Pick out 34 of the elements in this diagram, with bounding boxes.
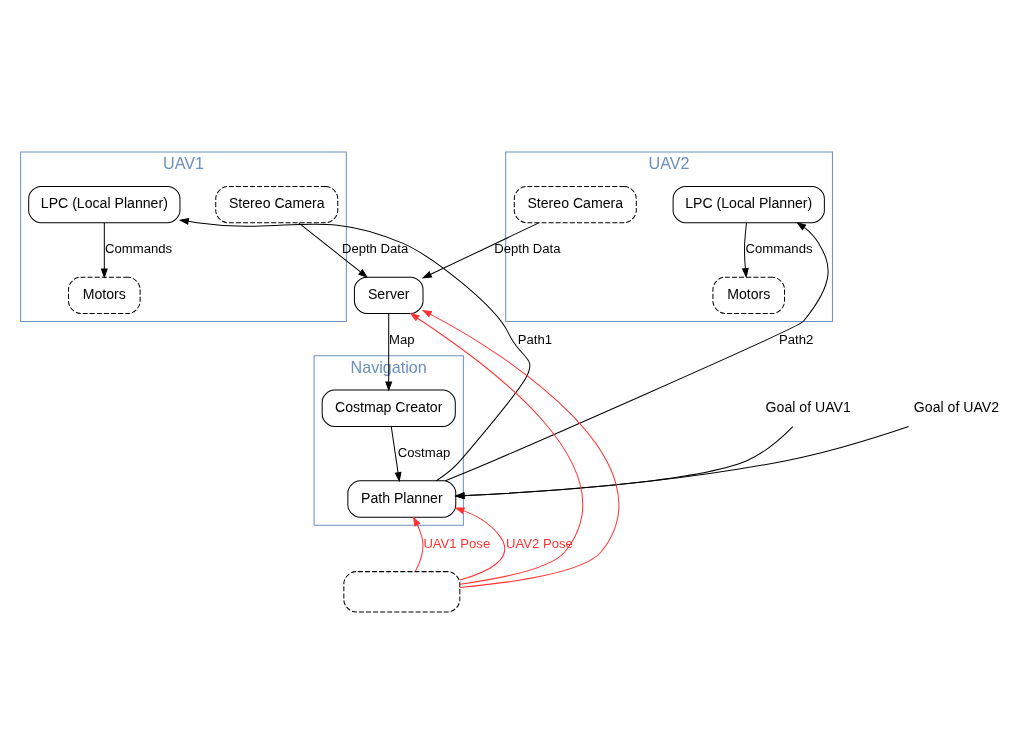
- edge-label: Path1: [517, 332, 553, 348]
- node-box: Motors: [68, 276, 141, 314]
- node-text: Goal of UAV1: [765, 398, 851, 415]
- edge-label: Commands: [745, 241, 813, 257]
- edge-label: Costmap: [397, 445, 451, 461]
- node-box: Stereo Camera: [513, 185, 637, 224]
- node-box: [343, 571, 461, 613]
- node-box: Path Planner: [347, 480, 457, 518]
- node-box: LPC (Local Planner): [28, 185, 181, 224]
- node-box: LPC (Local Planner): [672, 185, 825, 224]
- edge-label: Path2: [779, 332, 814, 348]
- arrow: [178, 217, 531, 482]
- arrow: [385, 313, 393, 392]
- arrow: [421, 222, 540, 279]
- arrow: [454, 425, 910, 500]
- node-box: Server: [353, 276, 424, 314]
- arrow: [412, 516, 424, 572]
- edge-label: UAV1 Pose: [423, 535, 491, 551]
- arrow: [298, 222, 369, 278]
- arrow: [100, 222, 108, 279]
- node-box: Motors: [712, 276, 786, 314]
- edge-label: Depth Data: [494, 241, 561, 257]
- arrow: [454, 507, 506, 581]
- edge-label: Map: [389, 332, 415, 348]
- arrow: [409, 312, 584, 585]
- node-box: Costmap Creator: [321, 389, 456, 427]
- arrow: [421, 309, 620, 588]
- edge-label: Commands: [105, 241, 173, 257]
- node-box: Stereo Camera: [215, 185, 339, 224]
- arrow: [454, 426, 794, 500]
- arrow: [741, 222, 749, 279]
- arrow: [390, 426, 402, 483]
- node-text: Goal of UAV2: [913, 398, 1000, 415]
- arrow: [444, 221, 829, 482]
